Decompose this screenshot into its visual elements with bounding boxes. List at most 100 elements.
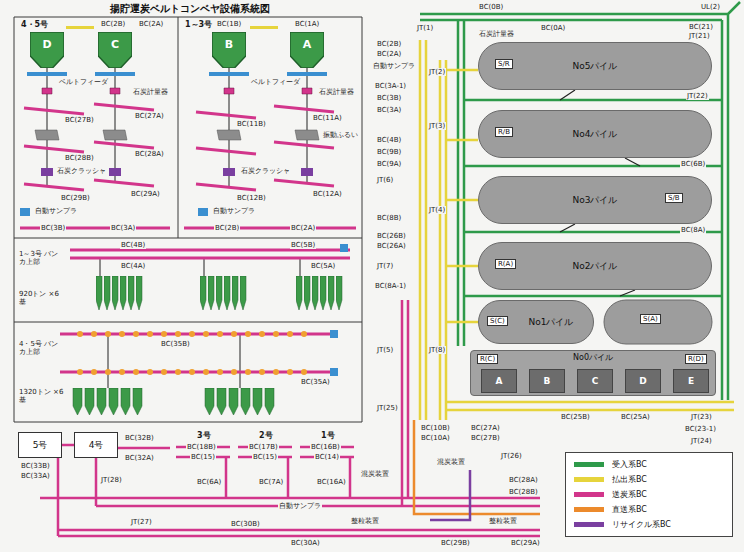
callout-label: 1号 [320,431,336,441]
callout-label: BC(8A) [680,226,706,234]
callout-label: BC(29B) [60,194,91,202]
callout-label: BC(2B) [100,20,126,28]
callout-label: 石炭クラッシャ [240,167,291,175]
recycle-conveyor [430,470,470,520]
legend-text: 受入系BC [612,459,647,470]
callout-label: JT(5) [376,346,394,354]
callout-label: 1～3号 [184,20,213,30]
callout-label: BC(2B) [214,224,240,232]
callout-label: JT(1) [416,24,434,32]
coal-scale [42,88,312,94]
conveyor-connector [62,444,74,447]
callout-label: BC(0B) [478,3,504,11]
legend-text: 送炭系BC [612,489,647,500]
callout-label: 2号 [258,431,274,441]
callout-label: BC(9A) [376,160,402,168]
machine-tag: R(D) [685,354,707,364]
callout-label: BC(3B) [376,94,402,102]
feed-conveyor [40,300,540,536]
callout-label: BC(8B) [376,214,402,222]
callout-label: JT(23) [690,413,713,421]
pile-block: C [577,369,613,393]
legend-swatch [574,522,604,527]
callout-label: BC(2A) [138,20,164,28]
silo-outline [290,32,324,68]
callout-label: BC(32B) [124,434,155,442]
callout-label: BC(1B) [216,20,242,28]
panel-frame [14,17,362,422]
callout-label: BC(4A) [120,262,146,270]
callout-label: BC(26A) [376,242,407,250]
callout-label: 混炭装置 [360,470,390,478]
callout-label: BC(28A) [134,150,165,158]
coal-pile: No1パイルS(C) [478,300,594,344]
callout-label: BC(29A) [130,190,161,198]
legend-swatch [574,477,604,482]
node-text: S(A) [643,315,658,323]
callout-label: BC(2A) [290,224,316,232]
bunker-group [204,388,276,416]
callout-label: BC(2A) [376,50,402,58]
bunker-group [200,276,248,312]
callout-label: BC(6B) [680,160,706,168]
legend-text: 直送系BC [612,504,647,515]
silo-outline [30,32,64,68]
node-text: S/R [498,60,510,68]
node-text: 5号 [33,440,48,450]
coal-crusher [41,168,313,176]
callout-label: BC(2B) [376,40,402,48]
callout-label: 自動サンプラ [372,62,416,70]
legend-row: 直送系BC [574,502,724,517]
pile-block: B [529,369,565,393]
node-text: 4号 [89,440,104,450]
tripper-row [80,334,312,372]
discharge-conveyor [420,40,734,420]
pile-block: E [673,369,709,393]
callout-label: BC(35B) [160,340,191,348]
callout-label: BC(5B) [290,241,316,249]
callout-label: BC(33B) [20,462,51,470]
silo-outline [212,32,246,68]
callout-label: ベルトフィーダ [250,78,301,86]
coal-pile: No5パイルS/R [478,42,712,90]
callout-label: BC(6A) [196,478,222,486]
callout-label: BC(14) [314,453,340,461]
callout-label: 整粒装置 [488,517,518,525]
callout-label: BC(7A) [258,478,284,486]
coal-pile: No2パイルR(A) [478,242,712,290]
unit-box: 4号 [74,432,118,458]
callout-label: ベルトフィーダ [58,78,109,86]
callout-label: 4・5号 バンカ上部 [18,340,62,357]
coal-pile: No4パイルR/B [478,110,712,158]
callout-label: 3号 [196,431,212,441]
bunker-group [96,276,144,312]
node-text: D [639,376,646,386]
callout-label: UL(2) [700,3,721,11]
callout-label: JT(26) [500,452,523,460]
callout-label: BC(3A) [376,106,402,114]
node-text: R/B [498,128,510,136]
feeder-sampler [20,72,348,376]
callout-label: BC(18B) [186,443,217,451]
machine-tag: R(C) [477,354,498,364]
callout-label: JT(2) [428,68,446,76]
coal-silo: C [98,32,132,68]
callout-label: BC(10A) [420,434,451,442]
node-text: D [42,39,51,52]
callout-label: JT(3) [428,122,446,130]
callout-label: 1～3号 バンカ上部 [18,250,62,267]
coal-pile-band: No0パイルABCDER(C)R(D) [470,350,716,396]
callout-label: BC(21) [688,23,714,31]
coal-pile: No3パイルS/B [478,176,712,224]
callout-label: BC(0A) [540,24,566,32]
callout-label: BC(27B) [470,434,501,442]
pile-block: D [625,369,661,393]
callout-label: BC(1A) [294,20,320,28]
callout-label: JT(27) [130,518,153,526]
legend-swatch [574,462,604,467]
callout-label: BC(8A-1) [374,282,407,290]
vibrating-screen [35,130,319,140]
node-text: A [496,376,503,386]
legend-row: 受入系BC [574,457,724,472]
callout-label: JT(22) [686,92,709,100]
